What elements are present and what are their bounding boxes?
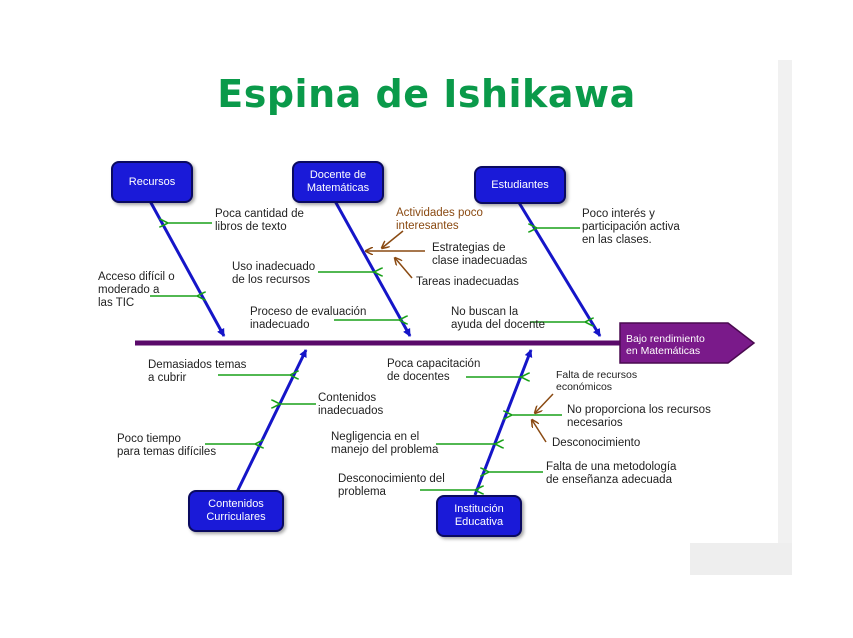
effect-box <box>619 322 756 364</box>
label-poca-capacitacion: Poca capacitación de docentes <box>387 358 481 383</box>
label-acceso-dificil: Acceso difícil o moderado a las TIC <box>98 271 175 309</box>
bone-recursos <box>148 200 226 337</box>
cause-box-docente: Docente de Matemáticas <box>292 161 384 203</box>
label-poca-cantidad: Poca cantidad de libros de texto <box>215 208 304 233</box>
label-falta-metodologia: Falta de una metodología de enseñanza ad… <box>546 461 677 486</box>
label-estrategias: Estrategias de clase inadecuadas <box>432 242 528 267</box>
effect-label: Bajo rendimiento en Matemáticas <box>626 333 705 357</box>
label-tareas: Tareas inadecuadas <box>416 276 519 288</box>
bone-docente <box>333 200 412 337</box>
label-no-proporciona: No proporciona los recursos necesarios <box>567 404 711 429</box>
label-demasiados: Demasiados temas a cubrir <box>148 359 247 384</box>
label-negligencia: Negligencia en el manejo del problema <box>331 431 439 456</box>
arrow-falta-recursos <box>535 393 554 413</box>
arrow-tareas <box>395 258 413 279</box>
label-falta-recursos: Falta de recursos económicos <box>556 369 638 393</box>
label-desconocimiento: Desconocimiento <box>552 437 641 449</box>
label-uso-inadecuado: Uso inadecuado de los recursos <box>232 261 316 286</box>
frame-shadow-right <box>778 60 792 575</box>
label-actividades: Actividades poco interesantes <box>396 207 483 232</box>
label-desconocimiento-problema: Desconocimiento del problema <box>338 473 445 498</box>
arrow-actividades <box>382 230 404 248</box>
label-poco-tiempo: Poco tiempo para temas difíciles <box>117 433 217 458</box>
frame-shadow-bottom <box>690 543 792 575</box>
cause-box-estudiantes: Estudiantes <box>474 166 566 204</box>
bone-contenidos <box>235 349 308 493</box>
cause-box-recursos: Recursos <box>111 161 193 203</box>
label-no-buscan: No buscan la ayuda del docente <box>451 306 545 331</box>
label-proceso: Proceso de evaluación inadecuado <box>250 306 367 331</box>
page-title: Espina de Ishikawa <box>217 72 636 116</box>
cause-box-contenidos: Contenidos Curriculares <box>188 490 284 532</box>
bone-institucion <box>473 349 533 496</box>
label-poco-interes: Poco interés y participación activa en l… <box>582 208 680 246</box>
cause-box-institucion: Institución Educativa <box>436 495 522 537</box>
arrow-desconocimiento <box>532 420 547 443</box>
label-contenidos-inad: Contenidos inadecuados <box>318 392 384 417</box>
